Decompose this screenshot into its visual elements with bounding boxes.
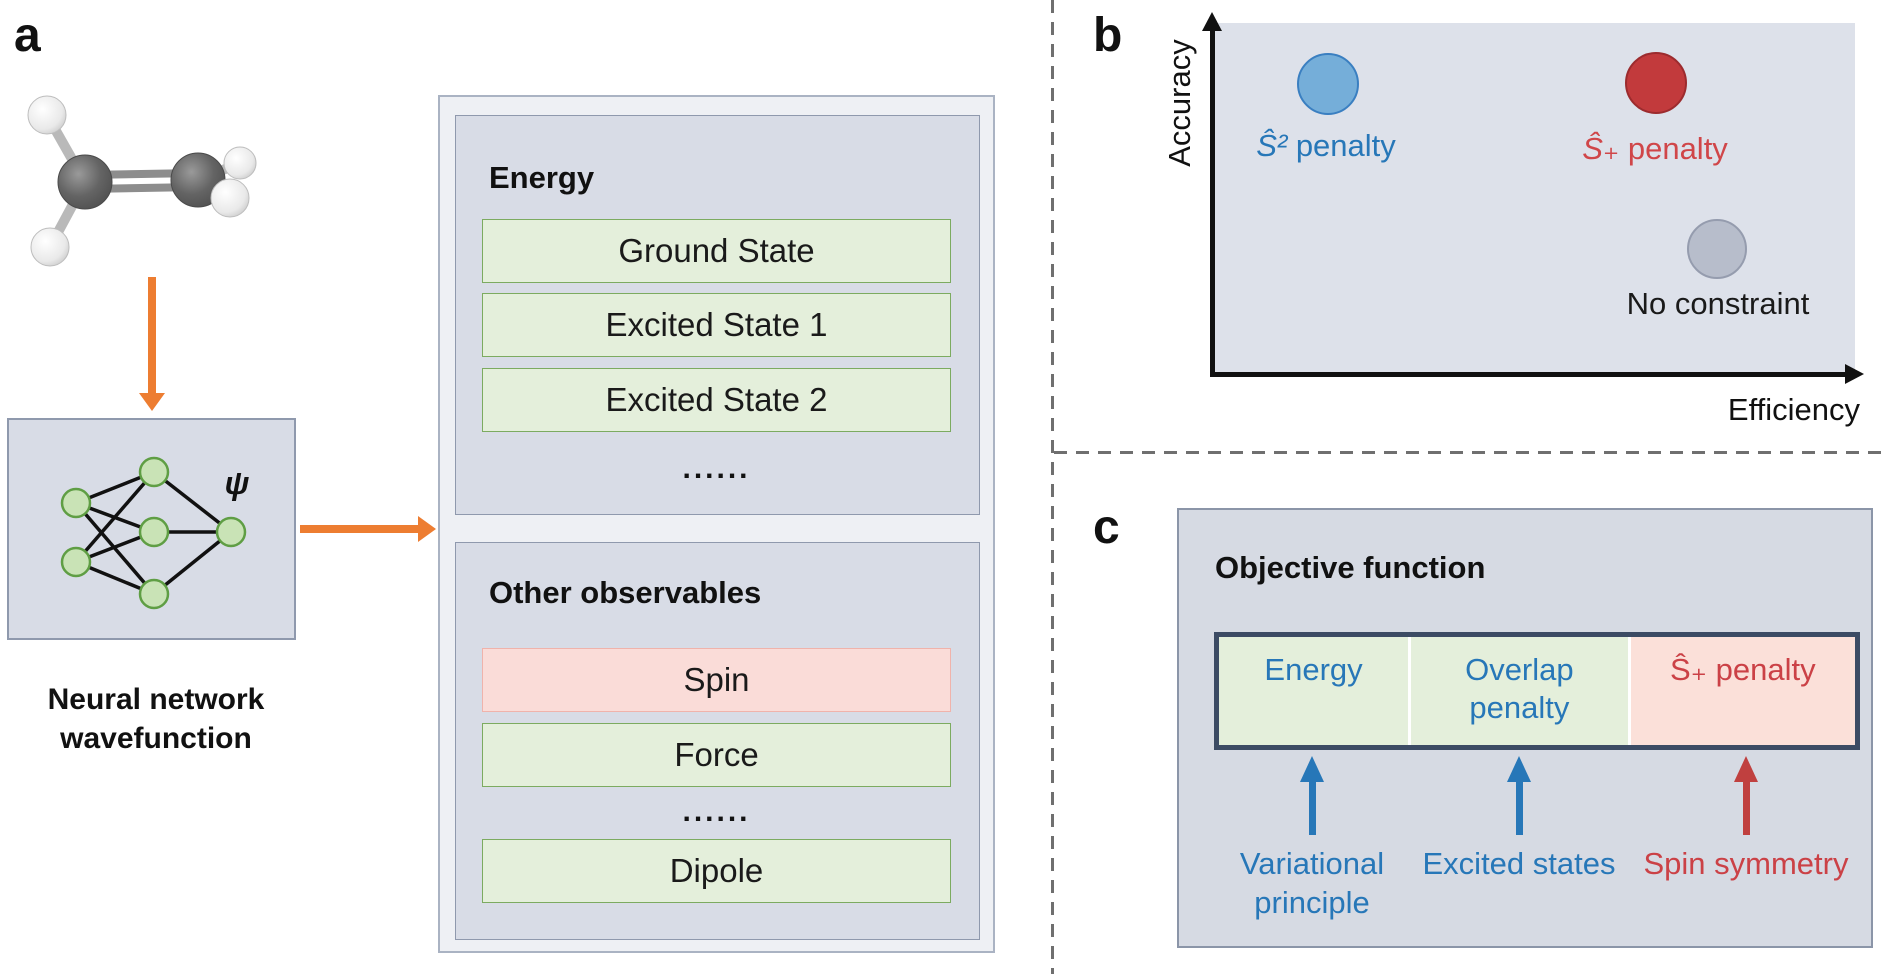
- neural-network-diagram: ψ: [60, 456, 250, 610]
- excited-arrow-head: [1507, 756, 1531, 782]
- variational-principle-label: Variational principle: [1239, 846, 1385, 920]
- variational-arrow-head: [1300, 756, 1324, 782]
- excited-states-label: Excited states: [1422, 846, 1616, 881]
- splus-penalty-point: [1625, 52, 1687, 114]
- spin-arrow-head: [1734, 756, 1758, 782]
- observables-ellipsis: ......: [682, 795, 751, 828]
- orange-arrow-down: [148, 277, 156, 395]
- splus-penalty-segment: Ŝ₊ penalty: [1630, 637, 1855, 745]
- nn-output-node: [215, 516, 247, 548]
- nn-hidden-node: [138, 516, 170, 548]
- x-axis: [1210, 372, 1847, 377]
- hydrogen-atom: [210, 178, 250, 218]
- s2-penalty-point: [1297, 53, 1359, 115]
- orange-arrow-right: [300, 525, 420, 533]
- energy-box: Energy Ground State Excited State 1 Exci…: [455, 115, 980, 515]
- vertical-divider: [1051, 0, 1054, 974]
- objective-function-bar: Energy Overlap penalty Ŝ₊ penalty: [1214, 632, 1860, 750]
- objective-function-title: Objective function: [1215, 550, 1486, 585]
- spin-symmetry-label: Spin symmetry: [1643, 846, 1849, 881]
- observables-title: Other observables: [489, 575, 762, 610]
- panel-a-label: a: [14, 9, 41, 62]
- ground-state-row: Ground State: [482, 219, 951, 283]
- y-axis-label: Accuracy: [1162, 39, 1197, 167]
- excited-state-1-row: Excited State 1: [482, 293, 951, 357]
- hydrogen-atom: [223, 146, 257, 180]
- nn-caption-line2: wavefunction: [60, 722, 252, 755]
- neural-network-box: ψ: [7, 418, 296, 640]
- outputs-container-box: Energy Ground State Excited State 1 Exci…: [438, 95, 995, 953]
- objective-function-box: Objective function Energy Overlap penalt…: [1177, 508, 1873, 948]
- no-constraint-point: [1687, 219, 1747, 279]
- excited-state-2-row: Excited State 2: [482, 368, 951, 432]
- hydrogen-atom: [27, 95, 67, 135]
- ethylene-molecule-image: [27, 95, 257, 267]
- x-axis-label: Efficiency: [1727, 392, 1860, 427]
- force-row: Force: [482, 723, 951, 787]
- nn-input-node: [60, 487, 92, 519]
- hydrogen-atom: [30, 227, 70, 267]
- y-axis-arrowhead: [1202, 12, 1222, 31]
- splus-penalty-label: Ŝ₊ penalty: [1582, 131, 1728, 166]
- excited-arrow: [1516, 781, 1523, 835]
- x-axis-arrowhead: [1845, 364, 1864, 384]
- other-observables-box: Other observables Spin Force ...... Dipo…: [455, 542, 980, 940]
- nn-hidden-node: [138, 578, 170, 610]
- nn-hidden-node: [138, 456, 170, 488]
- spin-row: Spin: [482, 648, 951, 712]
- energy-title: Energy: [489, 160, 595, 195]
- variational-arrow: [1309, 781, 1316, 835]
- dipole-row: Dipole: [482, 839, 951, 903]
- spin-arrow: [1743, 781, 1750, 835]
- nn-input-node: [60, 546, 92, 578]
- overlap-penalty-segment: Overlap penalty: [1411, 637, 1628, 745]
- psi-symbol: ψ: [225, 465, 250, 501]
- panel-c-label: c: [1093, 501, 1120, 554]
- nn-caption: Neural network wavefunction: [0, 680, 312, 758]
- panel-b-label: b: [1093, 9, 1123, 62]
- splus-operator: Ŝ₊: [1670, 652, 1708, 687]
- nn-caption-line1: Neural network: [47, 683, 265, 716]
- splus-operator: Ŝ₊: [1582, 131, 1620, 166]
- energy-ellipsis: ......: [682, 452, 751, 485]
- y-axis: [1210, 28, 1215, 377]
- orange-arrow-down-head: [139, 393, 165, 411]
- s2-penalty-label: Ŝ² penalty: [1256, 128, 1396, 163]
- carbon-atom: [57, 154, 113, 210]
- orange-arrow-right-head: [418, 516, 436, 542]
- energy-segment: Energy: [1219, 637, 1409, 745]
- s2-operator: Ŝ²: [1256, 128, 1288, 163]
- no-constraint-label: No constraint: [1626, 286, 1810, 321]
- horizontal-divider: [1054, 451, 1886, 454]
